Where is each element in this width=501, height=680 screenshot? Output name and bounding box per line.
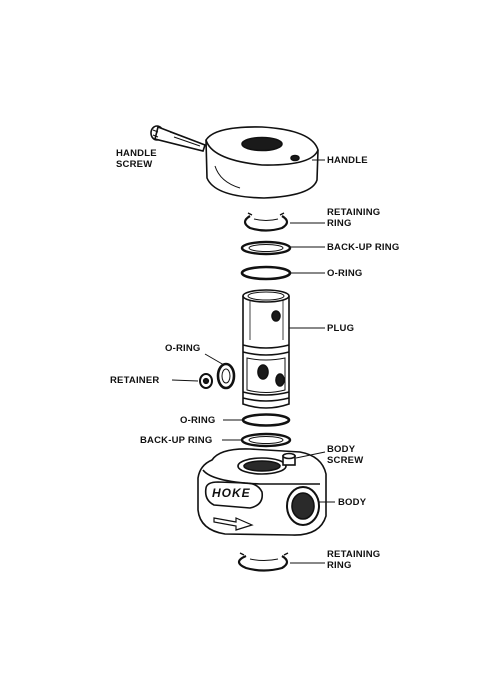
label-handle-screw-line1: HANDLE <box>116 148 157 159</box>
label-body-screw-line1: BODY <box>327 444 356 455</box>
label-retaining-ring-bottom: RETAINING RING <box>327 549 380 571</box>
label-retaining-ring-top: RETAINING RING <box>327 207 380 229</box>
label-o-ring-lower: O-RING <box>180 415 216 426</box>
label-o-ring-top: O-RING <box>327 268 363 279</box>
label-handle-screw-line2: SCREW <box>116 159 153 170</box>
label-backup-ring-lower: BACK-UP RING <box>140 435 213 446</box>
label-backup-ring-top: BACK-UP RING <box>327 242 400 253</box>
retainer <box>199 373 213 389</box>
label-retaining-ring-bottom-line2: RING <box>327 560 352 571</box>
label-retainer: RETAINER <box>110 375 160 386</box>
label-retaining-ring-bottom-line1: RETAINING <box>327 549 381 560</box>
plug <box>242 289 290 409</box>
o-ring-top <box>240 265 292 281</box>
handle <box>205 126 319 199</box>
retaining-ring-bottom <box>237 552 289 572</box>
valve-body <box>197 448 327 536</box>
label-body-screw: BODY SCREW <box>327 444 363 466</box>
label-handle-screw: HANDLE SCREW <box>116 148 157 170</box>
label-handle: HANDLE <box>327 155 368 166</box>
o-ring-lower <box>241 413 291 427</box>
o-ring-side <box>216 362 236 390</box>
label-body: BODY <box>338 497 367 508</box>
retaining-ring-top <box>243 212 289 232</box>
label-o-ring-side: O-RING <box>165 343 201 354</box>
hoke-logo: HOKE <box>212 486 251 500</box>
handle-screw <box>150 125 207 152</box>
label-body-screw-line2: SCREW <box>327 455 364 466</box>
backup-ring-lower <box>240 432 292 448</box>
backup-ring-top <box>240 240 292 256</box>
label-retaining-ring-top-line2: RING <box>327 218 352 229</box>
label-retaining-ring-top-line1: RETAINING <box>327 207 381 218</box>
label-plug: PLUG <box>327 323 355 334</box>
